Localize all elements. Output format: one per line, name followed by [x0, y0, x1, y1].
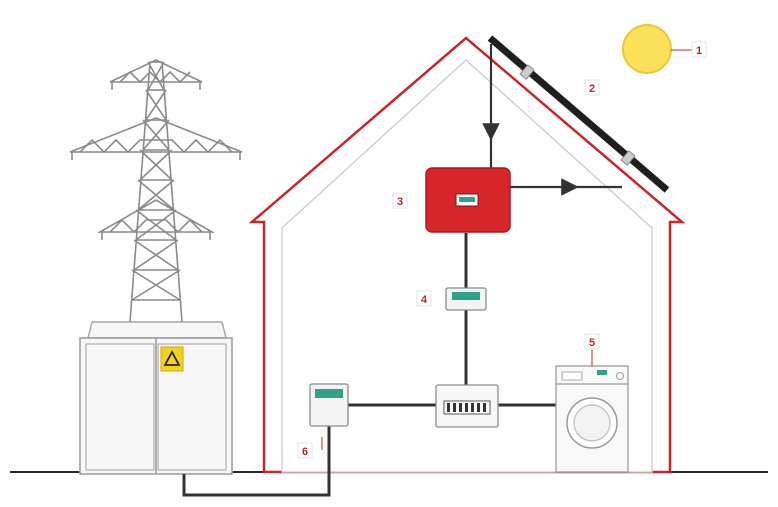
wiring — [182, 44, 622, 497]
generation-meter — [445, 287, 487, 311]
svg-text:2: 2 — [589, 83, 595, 95]
svg-text:5: 5 — [589, 337, 595, 349]
svg-text:3: 3 — [397, 196, 403, 208]
svg-text:6: 6 — [302, 446, 308, 458]
callout-1: 1 — [691, 41, 707, 58]
consumer-unit — [435, 384, 499, 428]
svg-text:1: 1 — [696, 45, 702, 57]
washing-machine — [555, 365, 629, 473]
svg-text:4: 4 — [421, 294, 428, 306]
callout-3: 3 — [392, 192, 408, 209]
warning-triangle-icon — [160, 346, 184, 372]
electricity-pylon — [69, 59, 243, 323]
sun-icon — [622, 24, 672, 74]
inverter — [425, 167, 511, 233]
callout-5: 5 — [584, 333, 600, 350]
grid-substation — [79, 321, 233, 475]
callout-6: 6 — [297, 442, 313, 459]
callout-4: 4 — [416, 290, 432, 307]
grid-meter — [309, 383, 349, 427]
solar-panel — [487, 35, 670, 193]
callout-2: 2 — [584, 79, 600, 96]
